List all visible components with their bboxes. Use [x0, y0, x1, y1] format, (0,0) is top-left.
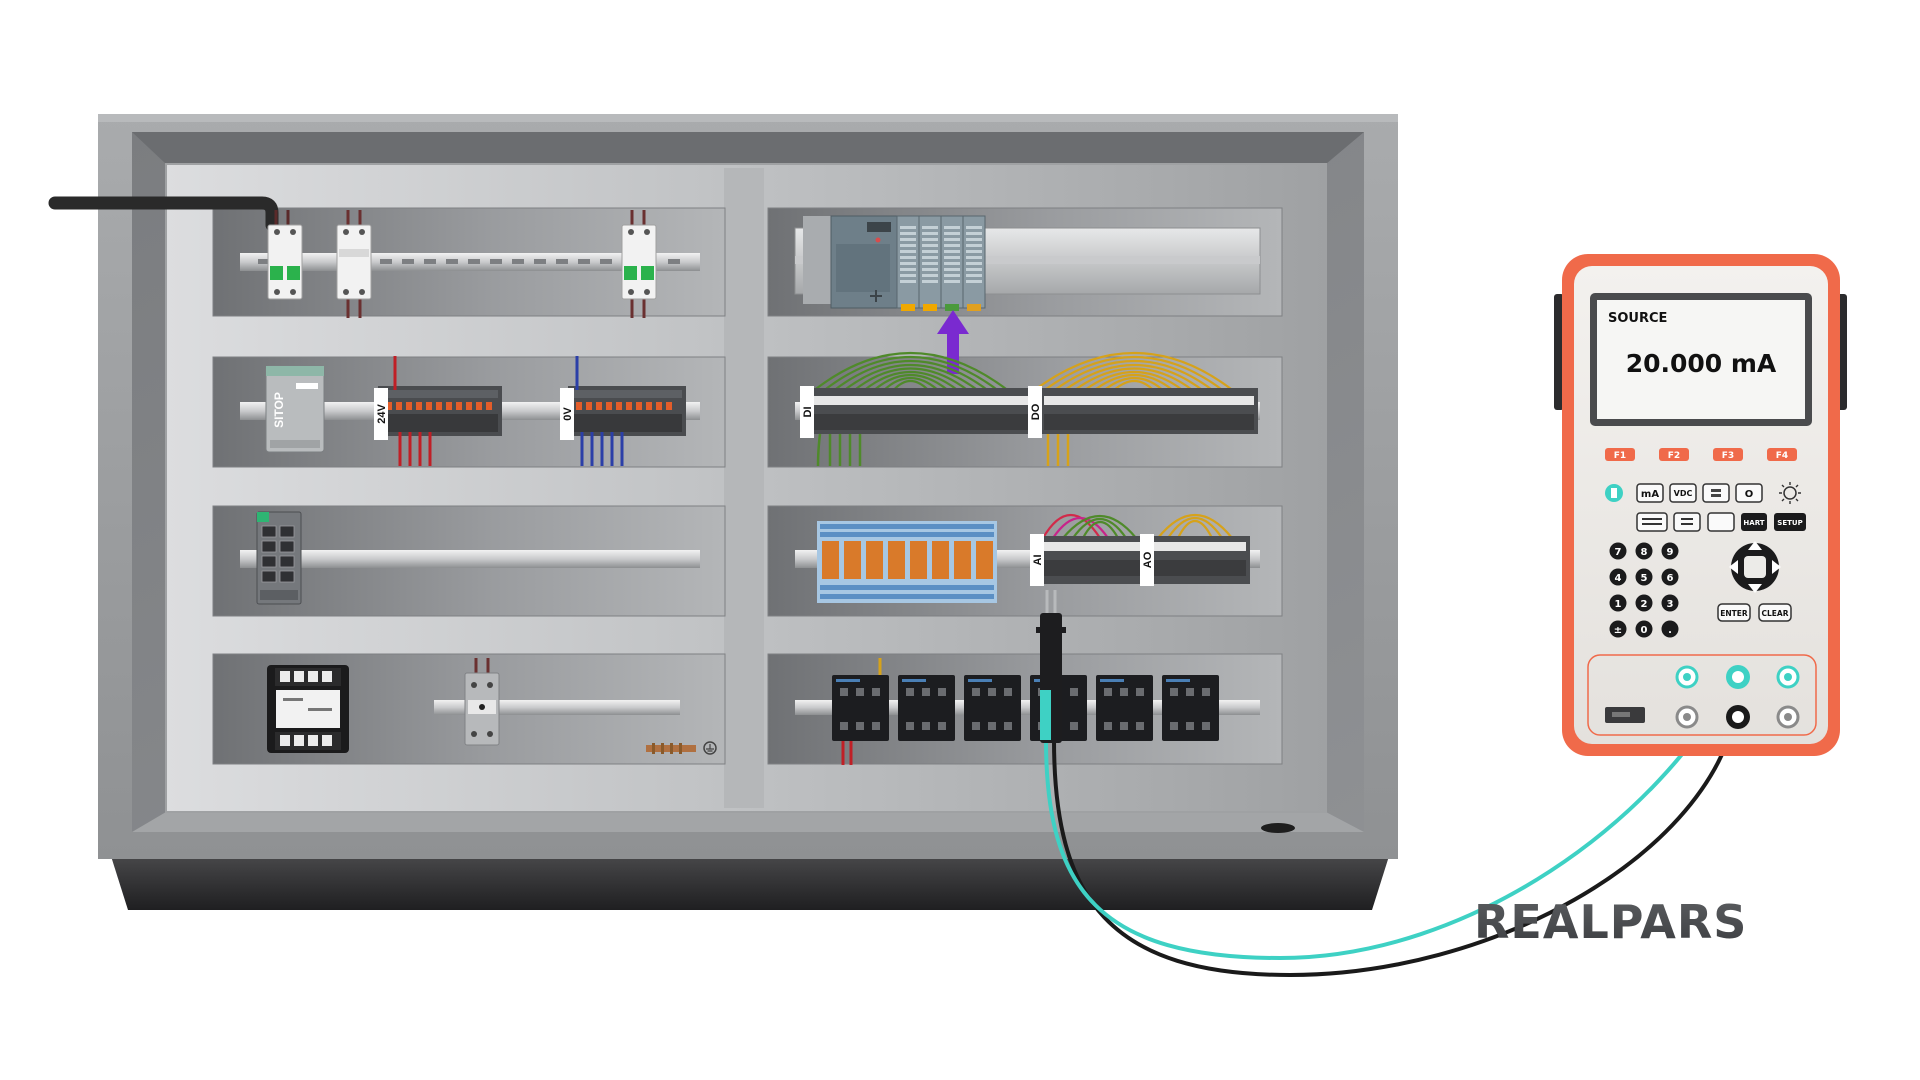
arrow-down-icon[interactable]: [1748, 584, 1762, 593]
mode-keys: mA VDC O: [1605, 482, 1801, 504]
key-1-label: 1: [1615, 599, 1622, 610]
terminal-block-0v: [572, 390, 682, 432]
label-0v: 0V: [562, 407, 574, 421]
f3-button[interactable]: [1713, 448, 1743, 461]
ethernet-switch: [256, 511, 302, 605]
vdc-label: VDC: [1674, 489, 1693, 498]
label-di: DI: [802, 407, 814, 418]
calibrator-mode: SOURCE: [1608, 311, 1667, 326]
ohm-label: O: [1745, 489, 1754, 500]
key-0[interactable]: [1635, 620, 1653, 638]
setup-label: SETUP: [1777, 519, 1802, 527]
hart-button[interactable]: [1741, 513, 1767, 531]
digital-io-terminals: DI DO: [795, 351, 1260, 467]
hart-label: HART: [1743, 519, 1764, 527]
label-ao: AO: [1142, 551, 1154, 568]
test-probe: [1036, 590, 1066, 743]
circuit-breaker-1: [267, 224, 303, 300]
lead-teal: [1044, 674, 1737, 961]
loop-calibrator: SOURCE 20.000 mA F1 F2 F3 F4 mA VDC O: [1554, 254, 1847, 756]
plc-cpu: [830, 215, 898, 309]
ma-button[interactable]: [1636, 483, 1664, 503]
key-3[interactable]: [1661, 594, 1679, 612]
plc-rack: [794, 215, 1261, 311]
label-do: DO: [1030, 403, 1042, 420]
f2-label: F2: [1668, 451, 1680, 461]
vac-button[interactable]: [1673, 512, 1701, 532]
f1-button[interactable]: [1605, 448, 1635, 461]
transformer-section: [267, 658, 717, 755]
key-0-label: 0: [1641, 625, 1648, 636]
ohm-button[interactable]: [1735, 483, 1763, 503]
blank-button[interactable]: [1707, 512, 1735, 532]
key-6[interactable]: [1661, 568, 1679, 586]
key-4-label: 4: [1615, 573, 1622, 584]
arrow-up-icon[interactable]: [1748, 541, 1762, 550]
label-ai: AI: [1032, 555, 1044, 566]
realpars-logo: REALPARS: [1474, 895, 1747, 949]
key-2-label: 2: [1641, 599, 1648, 610]
key-2[interactable]: [1635, 594, 1653, 612]
arrow-right-icon[interactable]: [1772, 560, 1781, 574]
key-8-label: 8: [1641, 547, 1648, 558]
lead-black: [1052, 717, 1737, 978]
key-dot[interactable]: [1661, 620, 1679, 638]
key-sign[interactable]: [1609, 620, 1627, 638]
key-7[interactable]: [1609, 542, 1627, 560]
control-transformer: [267, 665, 349, 753]
navigation-pad[interactable]: [1729, 541, 1781, 593]
label-24v: 24V: [376, 404, 388, 424]
key-9[interactable]: [1661, 542, 1679, 560]
key-8[interactable]: [1635, 542, 1653, 560]
arrow-left-icon[interactable]: [1729, 560, 1738, 574]
calibrator-reading: 20.000 mA: [1626, 349, 1777, 378]
key-5[interactable]: [1635, 568, 1653, 586]
secondary-keys: HART SETUP: [1636, 512, 1806, 532]
clear-label: CLEAR: [1762, 609, 1789, 618]
f3-label: F3: [1722, 451, 1734, 461]
f1-label: F1: [1614, 451, 1626, 461]
ground-bar: [646, 741, 717, 755]
vdc-button[interactable]: [1669, 483, 1697, 503]
f2-button[interactable]: [1659, 448, 1689, 461]
sitop-power-supply: SITOP: [265, 365, 325, 453]
sitop-label: SITOP: [272, 392, 286, 428]
function-keys: F1 F2 F3 F4: [1605, 448, 1797, 461]
usb-port: [1605, 707, 1645, 723]
key-sign-label: ±: [1614, 625, 1622, 636]
relay-modules: [817, 521, 997, 603]
key-3-label: 3: [1667, 599, 1674, 610]
key-9-label: 9: [1667, 547, 1674, 558]
calibrator-display: [1597, 300, 1805, 419]
f4-label: F4: [1776, 451, 1788, 461]
numpad: 7 8 9 4 5 6 1 2 3 ± 0 .: [1609, 542, 1679, 638]
brightness-icon[interactable]: [1779, 482, 1801, 504]
measure-source-button[interactable]: [1636, 512, 1668, 532]
din-rail-power-distribution: SITOP 24V: [240, 356, 700, 466]
key-1[interactable]: [1609, 594, 1627, 612]
key-7-label: 7: [1615, 547, 1622, 558]
enter-button[interactable]: [1717, 603, 1751, 622]
relay-and-analog-section: AI AO: [795, 513, 1260, 603]
ma-label: mA: [1641, 489, 1659, 500]
temp-button[interactable]: [1702, 483, 1730, 503]
input-jacks: [1675, 665, 1800, 729]
enter-label: ENTER: [1720, 609, 1748, 618]
setup-button[interactable]: [1774, 513, 1806, 531]
din-rail-network: [240, 511, 700, 605]
key-dot-label: .: [1668, 625, 1672, 636]
fuse-terminal: [464, 658, 500, 746]
terminal-block-24v: [382, 390, 498, 432]
clear-button[interactable]: [1758, 603, 1792, 622]
key-4[interactable]: [1609, 568, 1627, 586]
plc-io-modules: [896, 215, 986, 311]
key-5-label: 5: [1641, 573, 1648, 584]
test-leads: [1036, 590, 1737, 978]
f4-button[interactable]: [1767, 448, 1797, 461]
circuit-breaker-3: [621, 224, 657, 300]
circuit-breaker-2: [336, 224, 372, 300]
din-rail-breakers: [240, 210, 700, 318]
key-6-label: 6: [1667, 573, 1674, 584]
